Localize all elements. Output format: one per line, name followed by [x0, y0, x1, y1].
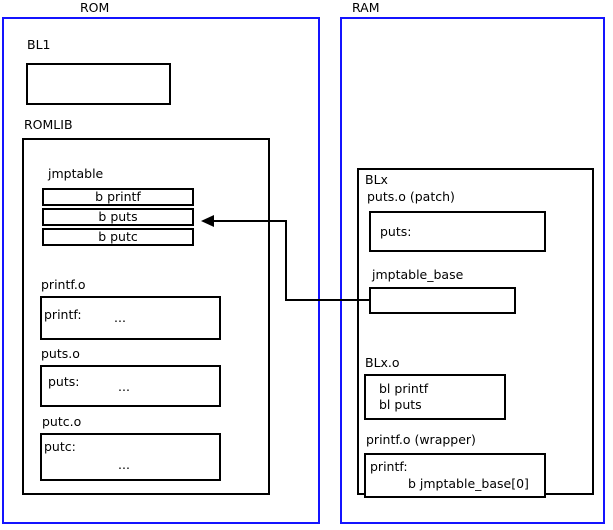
rom-putc-o-box: putc: ...	[40, 433, 221, 481]
rom-puts-o-label: puts.o	[41, 346, 80, 361]
ram-blx-o-line2: bl puts	[379, 397, 422, 412]
rom-region-box	[2, 17, 320, 524]
jmptable-entry-puts[interactable]: b puts	[42, 208, 194, 226]
bl1-label: BL1	[27, 37, 51, 52]
jmptable-entry-putc[interactable]: b putc	[42, 228, 194, 246]
connector-arrow-head-icon	[201, 215, 214, 227]
connector-segment-horizontal-upper	[213, 220, 287, 222]
ram-puts-patch-box: puts:	[369, 211, 546, 252]
rom-printf-o-label: printf.o	[41, 277, 86, 292]
connector-segment-vertical	[285, 220, 287, 301]
ram-puts-patch-symbol: puts:	[380, 224, 412, 239]
ram-puts-patch-label: puts.o (patch)	[367, 189, 455, 204]
ram-printf-wrapper-symbol: printf:	[370, 459, 408, 474]
ram-printf-wrapper-instruction: b jmptable_base[0]	[408, 476, 529, 491]
ram-printf-wrapper-box: printf: b jmptable_base[0]	[364, 453, 546, 498]
rom-putc-symbol: putc:	[44, 439, 76, 454]
ram-region-box	[340, 17, 605, 524]
rom-puts-symbol: puts:	[48, 374, 80, 389]
jmptable-base-label: jmptable_base	[372, 267, 464, 282]
jmptable-entry-printf[interactable]: b printf	[42, 188, 194, 206]
ram-blx-o-label: BLx.o	[365, 355, 400, 370]
romlib-label: ROMLIB	[24, 117, 73, 132]
ram-blx-o-line1: bl printf	[379, 381, 429, 396]
connector-segment-horizontal-lower	[285, 299, 371, 301]
rom-putc-body: ...	[118, 457, 130, 472]
bl1-box	[26, 63, 171, 105]
blx-label: BLx	[365, 172, 388, 187]
jmptable-base-box	[369, 287, 516, 314]
rom-puts-o-box: puts: ...	[40, 365, 221, 407]
rom-puts-body: ...	[118, 379, 130, 394]
rom-printf-symbol: printf:	[44, 307, 82, 322]
ram-blx-o-box: bl printf bl puts	[364, 374, 506, 420]
rom-printf-body: ...	[114, 310, 126, 325]
jmptable-label: jmptable	[48, 166, 104, 181]
rom-putc-o-label: putc.o	[42, 414, 82, 429]
ram-printf-wrapper-label: printf.o (wrapper)	[366, 432, 476, 447]
rom-region-label: ROM	[80, 0, 110, 15]
ram-region-label: RAM	[352, 0, 380, 15]
romlib-box	[22, 138, 270, 495]
rom-printf-o-box: printf: ...	[40, 296, 221, 340]
